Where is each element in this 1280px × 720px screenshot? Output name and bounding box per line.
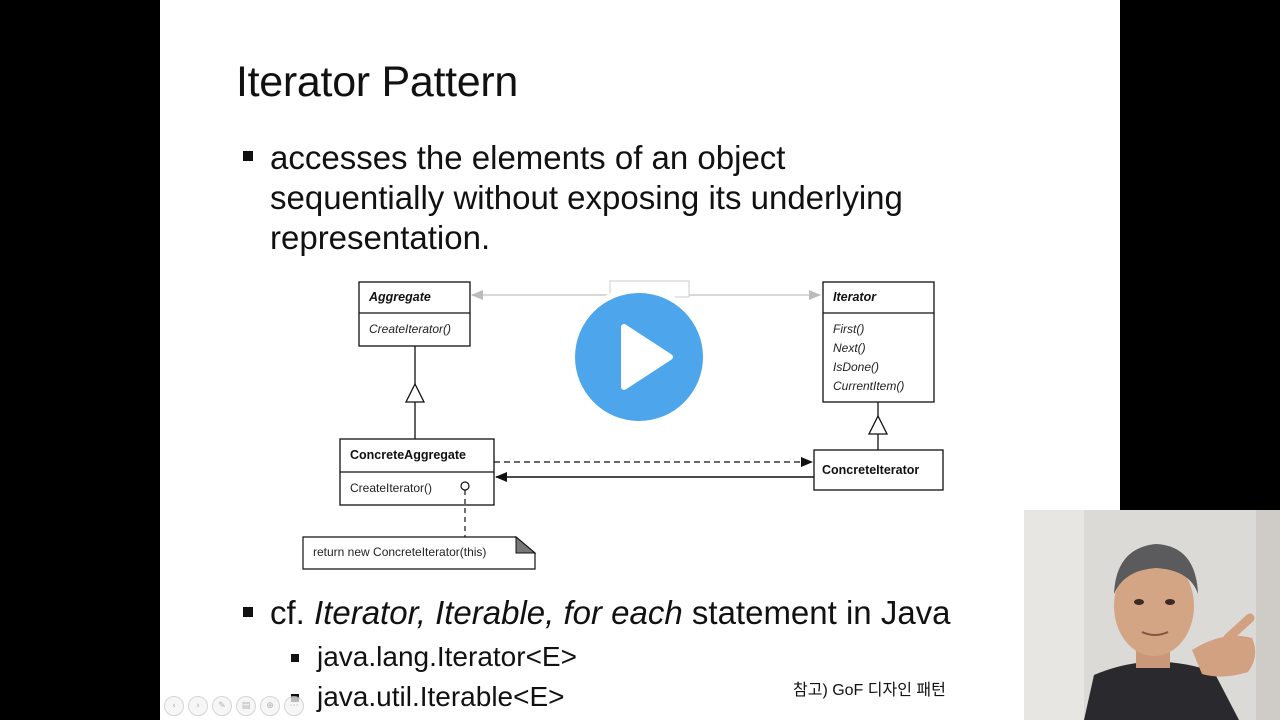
bullet-1-line-2: sequentially without exposing its underl…	[270, 179, 903, 216]
prev-slide-button[interactable]: ‹	[164, 696, 184, 716]
sub-bullet-1: java.lang.Iterator<E>	[317, 641, 577, 672]
next-slide-button[interactable]: ›	[188, 696, 208, 716]
aggregate-name: Aggregate	[368, 290, 431, 304]
inheritance-aggregate	[404, 346, 426, 439]
bullet-2: cf. Iterator, Iterable, for each stateme…	[270, 593, 951, 633]
play-icon	[569, 287, 709, 427]
concrete-aggregate-method: CreateIterator()	[350, 481, 432, 495]
slides-overview-button[interactable]: ▤	[236, 696, 256, 716]
bullet-square	[243, 151, 253, 161]
bullet-2-italic: Iterator, Iterable, for each	[314, 594, 683, 631]
zoom-button[interactable]: ⊕	[260, 696, 280, 716]
iterator-method: First()	[833, 322, 864, 336]
inheritance-iterator	[867, 402, 889, 450]
iterator-method: CurrentItem()	[833, 379, 904, 393]
presenter-image	[1024, 510, 1280, 720]
pen-button[interactable]: ✎	[212, 696, 232, 716]
bullet-1-line-1: accesses the elements of an object	[270, 139, 786, 176]
slide: Iterator Pattern accesses the elements o…	[160, 0, 1120, 720]
slide-title: Iterator Pattern	[236, 58, 519, 106]
iterator-method: IsDone()	[833, 360, 879, 374]
concrete-aggregate-class: ConcreteAggregate CreateIterator()	[339, 438, 495, 506]
reference-caption: 참고) GoF 디자인 패턴	[793, 682, 946, 699]
bullet-2-prefix: cf.	[270, 594, 315, 631]
play-button[interactable]	[567, 285, 711, 429]
aggregate-method: CreateIterator()	[369, 322, 451, 336]
iterator-name: Iterator	[833, 290, 877, 304]
aggregate-class: Aggregate CreateIterator()	[358, 281, 471, 347]
concrete-iterator-name: ConcreteIterator	[822, 463, 919, 477]
note-text: return new ConcreteIterator(this)	[313, 545, 486, 559]
iterator-method: Next()	[833, 341, 866, 355]
uml-class-diagram: Aggregate CreateIterator() Iterator Firs…	[302, 280, 944, 570]
note-box: return new ConcreteIterator(this)	[302, 535, 537, 570]
menu-button[interactable]: ⋯	[284, 696, 304, 716]
slide-controls: ‹ › ✎ ▤ ⊕ ⋯	[164, 696, 304, 716]
iterator-class: Iterator First() Next() IsDone() Current…	[822, 281, 935, 403]
sub-bullet-2: java.util.Iterable<E>	[317, 681, 565, 712]
presenter-webcam	[1024, 510, 1280, 720]
sub-bullet-square	[291, 654, 299, 662]
bullet-2-suffix: statement in Java	[682, 594, 951, 631]
concrete-aggregate-name: ConcreteAggregate	[350, 448, 466, 462]
bullet-1-line-3: representation.	[270, 219, 491, 256]
bullet-square	[243, 607, 253, 617]
concrete-iterator-class: ConcreteIterator	[813, 449, 944, 491]
